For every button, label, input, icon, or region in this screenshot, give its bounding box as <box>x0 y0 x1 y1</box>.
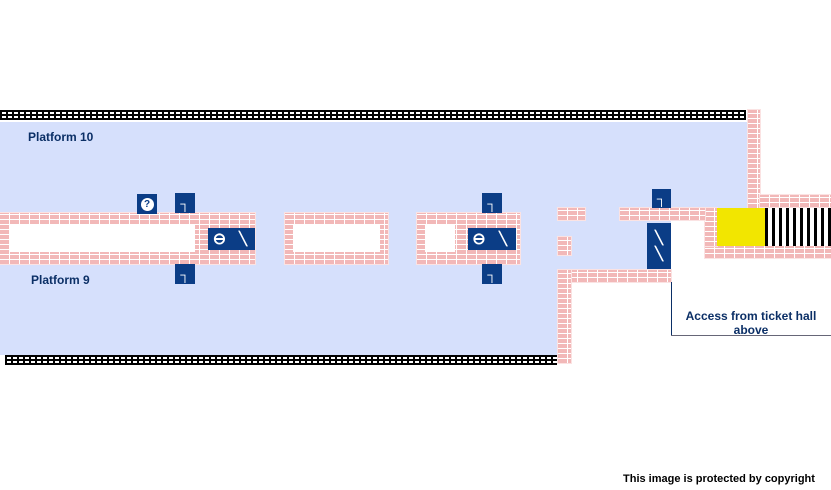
access-label: Access from ticket hall above <box>685 309 817 337</box>
ticket-gates <box>765 208 831 246</box>
help-point-icon: ? <box>137 194 157 214</box>
passage <box>10 225 195 252</box>
wall <box>558 270 671 282</box>
seat-icon: ┐ <box>175 193 195 213</box>
underground-roundel-icon: ⊖ <box>468 228 490 250</box>
platform-10-label: Platform 10 <box>28 130 94 144</box>
underground-roundel-icon: ⊖ <box>208 228 231 250</box>
platform-area <box>0 122 748 208</box>
escalator-icon: ╲ <box>231 228 255 250</box>
seat-icon: ┐ <box>652 189 671 208</box>
wall <box>620 208 705 220</box>
wall <box>558 270 571 363</box>
wall <box>760 195 831 207</box>
track-platform-10 <box>0 110 746 120</box>
track-platform-9 <box>5 355 557 365</box>
wall <box>558 208 585 220</box>
platform-9-label: Platform 9 <box>31 273 90 287</box>
access-line-horizontal <box>671 335 831 336</box>
wall <box>558 237 571 255</box>
escalator-icon: ╲ <box>490 228 516 250</box>
escalator-icon: ╲╲ <box>647 223 671 269</box>
copyright-notice: This image is protected by copyright <box>623 473 815 485</box>
seat-icon: ┐ <box>482 264 502 284</box>
seat-icon: ┐ <box>482 193 502 213</box>
wall <box>705 246 831 258</box>
passage <box>293 225 380 252</box>
wall <box>705 208 717 246</box>
seat-icon: ┐ <box>175 264 195 284</box>
access-line-vertical <box>671 282 672 335</box>
passage <box>425 225 455 252</box>
wall <box>748 110 760 208</box>
exit-area <box>717 208 765 246</box>
